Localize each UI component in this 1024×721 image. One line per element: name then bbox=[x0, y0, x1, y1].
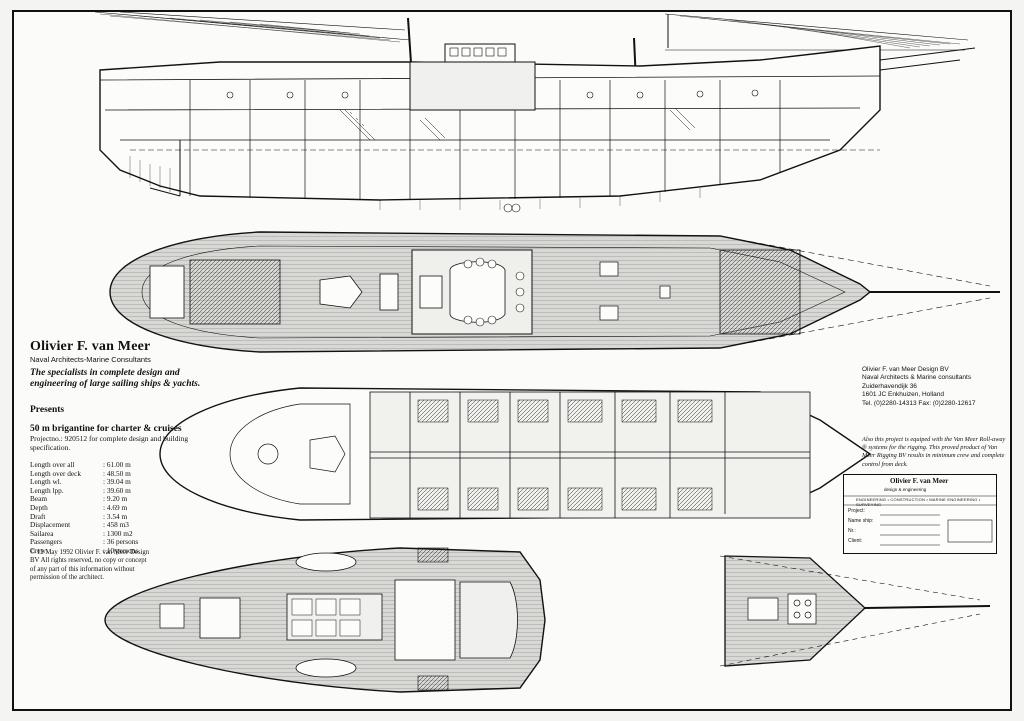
spec-label: Crew bbox=[30, 545, 46, 555]
spec-row: Draft : 3.54 m bbox=[30, 511, 138, 522]
spec-label: Length over all bbox=[30, 460, 75, 469]
designer-subtitle: Naval Architects-Marine Consultants bbox=[30, 355, 151, 364]
spec-row: Length lpp. : 39.60 m bbox=[30, 485, 138, 496]
spec-row: Displacement : 458 m3 bbox=[30, 521, 138, 530]
lower-deck-plan bbox=[104, 547, 546, 693]
rigging-note: Also this project is equiped with the Va… bbox=[862, 436, 1006, 468]
spec-value: : 458 m3 bbox=[103, 520, 129, 530]
address-line: Naval Architects & Marine consultants bbox=[862, 374, 972, 382]
spec-label: Sailarea bbox=[30, 528, 54, 538]
spec-label: Length over deck bbox=[30, 468, 82, 478]
foredeck-detail bbox=[719, 555, 991, 667]
designer-tagline: The specialists in complete design and e… bbox=[30, 368, 201, 389]
spec-value: : 4.69 m bbox=[103, 502, 128, 512]
spec-value: : 39.04 m bbox=[103, 477, 131, 487]
accommodation-plan bbox=[159, 387, 872, 521]
spec-label: Depth bbox=[30, 502, 48, 512]
spec-label: Length lpp. bbox=[30, 485, 64, 495]
spec-row: Sailarea : 1300 m2 bbox=[30, 528, 138, 539]
spec-row: Passengers : 36 persons bbox=[30, 538, 138, 547]
spec-value: : 10 persons bbox=[103, 545, 139, 555]
side-profile-view bbox=[94, 11, 976, 213]
designer-name: Olivier F. van Meer bbox=[30, 339, 151, 354]
spec-row: Depth : 4.69 m bbox=[30, 502, 138, 513]
main-deck-plan bbox=[109, 231, 1000, 353]
spec-row: Length over all : 61.00 m bbox=[30, 460, 138, 470]
spec-label: Passengers bbox=[30, 537, 63, 547]
title-block-client-label: Client: bbox=[848, 538, 863, 544]
spec-label: Displacement bbox=[30, 520, 71, 530]
address-line: Tel. (0)2280-14313 Fax: (0)2280-12617 bbox=[862, 399, 976, 407]
title-block bbox=[843, 474, 997, 554]
spec-label: Draft bbox=[30, 511, 46, 521]
title-block-nr-label: Nr.: bbox=[848, 528, 856, 534]
spec-label: Length wl. bbox=[30, 477, 62, 487]
address-line: 1601 JC Enkhuizen, Holland bbox=[862, 391, 945, 399]
spec-value: : 61.00 m bbox=[103, 460, 131, 469]
address-line: Zuiderhavendijk 36 bbox=[862, 382, 917, 390]
title-block-name-label: Name ship: bbox=[848, 518, 874, 524]
spec-row: Beam : 9.20 m bbox=[30, 495, 138, 504]
address-company: Olivier F. van Meer Design BV bbox=[862, 366, 949, 373]
spec-value: : 39.60 m bbox=[103, 485, 131, 495]
spec-value: : 1300 m2 bbox=[103, 528, 133, 538]
spec-row: Length over deck : 48.50 m bbox=[30, 468, 138, 479]
spec-label: Beam bbox=[30, 494, 48, 504]
vessel-title: 50 m brigantine for charter & cruises bbox=[30, 424, 182, 434]
specifications-table: Length over all : 61.00 m Length over dec… bbox=[30, 460, 139, 556]
title-block-project-label: Project: bbox=[848, 508, 865, 514]
title-block-subtitle: design & engineering bbox=[884, 487, 927, 492]
project-number: Projectno.: 920512 for complete design a… bbox=[30, 434, 189, 452]
spec-value: : 9.20 m bbox=[103, 494, 128, 504]
spec-row: Crew : 10 persons bbox=[30, 545, 139, 556]
title-block-firm: Olivier F. van Meer bbox=[890, 477, 949, 485]
company-address: Olivier F. van Meer Design BV Naval Arch… bbox=[862, 366, 1002, 408]
spec-value: : 3.54 m bbox=[103, 511, 128, 521]
presents-heading: Presents bbox=[30, 405, 65, 415]
title-block-services: ENGINEERING • CONSTRUCTION • MARINE ENGI… bbox=[856, 497, 981, 507]
spec-value: : 48.50 m bbox=[103, 468, 131, 478]
spec-value: : 36 persons bbox=[103, 537, 139, 547]
copyright-notice: © 12 May 1992 Olivier F. van Meer Design… bbox=[30, 549, 150, 582]
spec-row: Length wl. : 39.04 m bbox=[30, 478, 138, 487]
